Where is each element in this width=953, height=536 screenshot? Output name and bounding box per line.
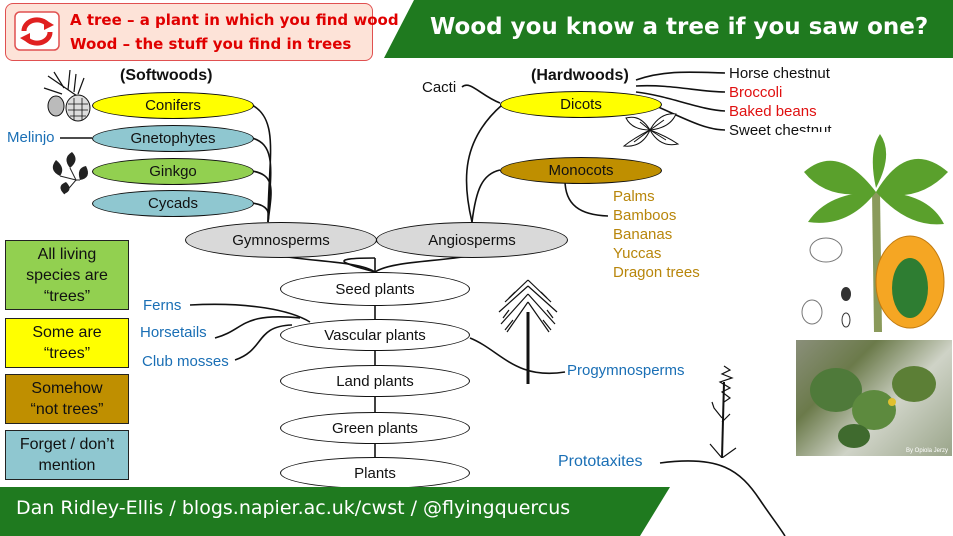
welwitschia-photo: By Opiola Jerzy: [796, 340, 952, 456]
node-seed-plants: Seed plants: [280, 272, 470, 306]
node-ginkgo: Ginkgo: [92, 158, 254, 185]
footer-credits: Dan Ridley-Ellis / blogs.napier.ac.uk/cw…: [16, 497, 571, 519]
node-monocots: Monocots: [500, 157, 662, 184]
title-banner: Wood you know a tree if you saw one?: [384, 0, 953, 58]
node-gymnosperms: Gymnosperms: [185, 222, 377, 258]
recycle-arrows-icon: [14, 11, 60, 51]
node-vascular-plants: Vascular plants: [280, 319, 470, 351]
footer-banner: Dan Ridley-Ellis / blogs.napier.ac.uk/cw…: [0, 487, 670, 536]
monocot-example: Bamboos: [613, 207, 677, 224]
node-conifers: Conifers: [92, 92, 254, 119]
label-melinjo: Melinjo: [7, 129, 55, 146]
definitions-box: A tree – a plant in which you find wood …: [5, 3, 399, 61]
legend-forget: Forget / don’t mention: [5, 430, 129, 480]
node-cycads: Cycads: [92, 190, 254, 217]
monocot-example: Yuccas: [613, 245, 662, 262]
dicot-example: Horse chestnut: [729, 65, 830, 82]
photo-credit: By Opiola Jerzy: [905, 448, 948, 454]
label-progymnosperms: Progymnosperms: [567, 362, 685, 379]
legend-all-trees: All living species are “trees”: [5, 240, 129, 310]
dicot-example: Baked beans: [729, 103, 817, 120]
page-title: Wood you know a tree if you saw one?: [430, 14, 929, 40]
papaya-illustration: [798, 132, 952, 337]
hardwoods-header: (Hardwoods): [531, 67, 629, 84]
ginkgo-leaves-illustration: [52, 152, 88, 195]
wood-definition: Wood – the stuff you find in trees: [70, 35, 352, 53]
chestnut-leaves-illustration: [622, 113, 680, 147]
node-dicots: Dicots: [500, 91, 662, 118]
node-plants: Plants: [280, 457, 470, 489]
label-cacti: Cacti: [422, 79, 457, 96]
node-green-plants: Green plants: [280, 412, 470, 444]
legend-some-trees: Some are “trees”: [5, 318, 129, 368]
archaeopteris-tree-illustration: [498, 279, 558, 384]
label-club-mosses: Club mosses: [142, 353, 229, 370]
node-gnetophytes: Gnetophytes: [92, 125, 254, 152]
pine-cone-illustration: [43, 69, 91, 122]
dicot-example: Broccoli: [729, 84, 783, 101]
prototaxites-illustration: [709, 365, 737, 458]
node-angiosperms: Angiosperms: [376, 222, 568, 258]
monocot-example: Bananas: [613, 226, 673, 243]
monocot-example: Palms: [613, 188, 655, 205]
label-ferns: Ferns: [143, 297, 182, 314]
tree-definition: A tree – a plant in which you find wood: [70, 11, 399, 29]
legend-not-trees: Somehow “not trees”: [5, 374, 129, 424]
node-land-plants: Land plants: [280, 365, 470, 397]
label-horsetails: Horsetails: [140, 324, 207, 341]
softwoods-header: (Softwoods): [120, 67, 213, 84]
monocot-example: Dragon trees: [613, 264, 700, 281]
label-prototaxites: Prototaxites: [558, 453, 643, 470]
